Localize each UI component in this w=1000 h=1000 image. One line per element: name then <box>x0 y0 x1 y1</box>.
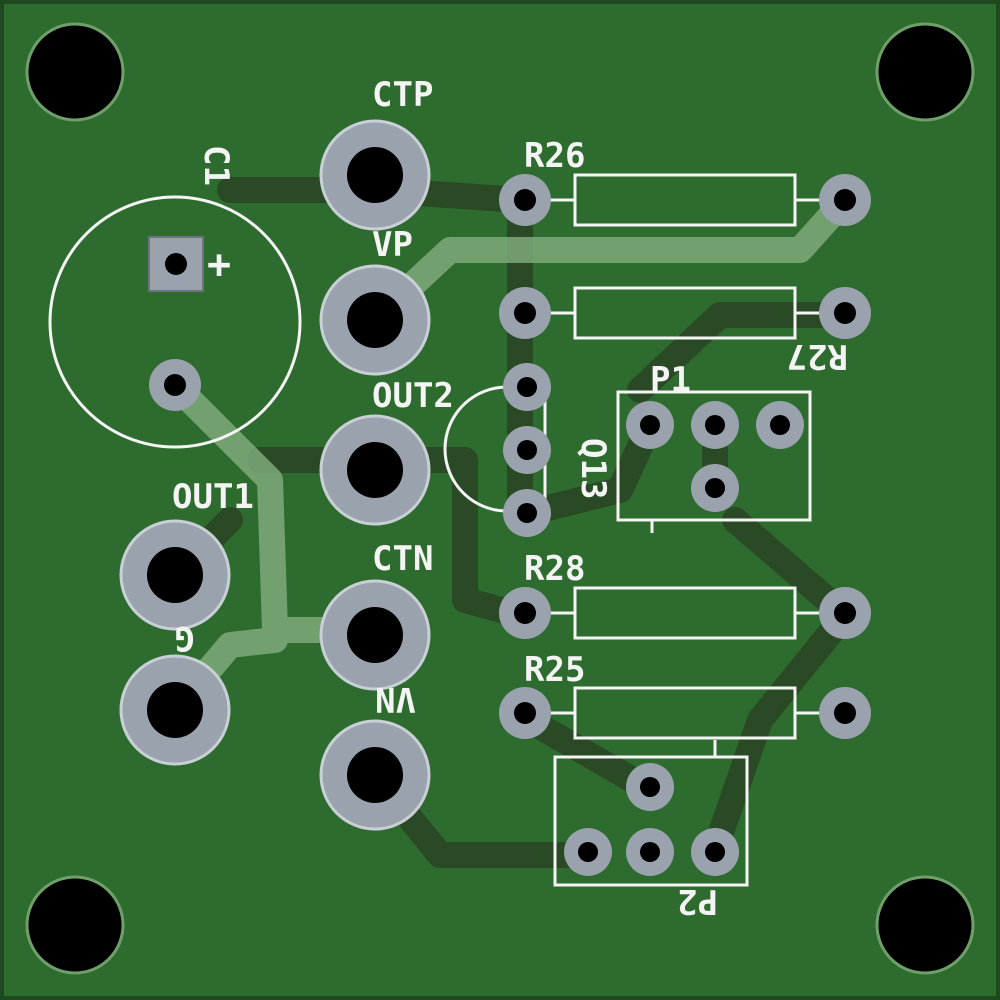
r27-pad-1 <box>499 287 551 339</box>
mounting-hole-bottom-right <box>875 875 975 975</box>
label-c1: C1 <box>196 145 236 186</box>
label-p1: P1 <box>650 360 691 400</box>
p1-pad-1 <box>626 401 674 449</box>
c1-outline <box>48 195 302 449</box>
label-g: G <box>175 618 195 658</box>
pad-out2 <box>319 414 431 526</box>
p1-pad-4 <box>691 464 739 512</box>
mounting-holes <box>25 22 975 975</box>
label-r27: R27 <box>787 336 848 376</box>
p2-pad-3 <box>626 828 674 876</box>
p1-pad-2 <box>691 401 739 449</box>
q13-pad-2 <box>503 426 551 474</box>
label-r25: R25 <box>524 650 585 690</box>
pad-vp <box>319 264 431 376</box>
p1-pad-3 <box>756 401 804 449</box>
r27-pad-2 <box>819 287 871 339</box>
p2-pad-2 <box>564 828 612 876</box>
component-pads <box>148 174 871 876</box>
label-vp: VP <box>372 225 413 265</box>
c1-pad-round <box>149 359 201 411</box>
q13-pad-3 <box>503 489 551 537</box>
mounting-hole-top-left <box>25 22 125 122</box>
pad-g <box>119 654 231 766</box>
pad-out1 <box>119 519 231 631</box>
pad-ctn <box>319 579 431 691</box>
label-q13: Q13 <box>573 438 613 499</box>
label-out2: OUT2 <box>372 376 454 416</box>
silkscreen-labels: C1 + CTP VP OUT2 OUT1 CTN G VN R26 R27 Q… <box>172 75 848 921</box>
c1-pad-square-hole <box>165 253 187 275</box>
label-r28: R28 <box>524 549 585 589</box>
trace-r27-right-p1 <box>627 302 858 403</box>
r28-pad-1 <box>499 587 551 639</box>
label-ctn: CTN <box>372 539 433 579</box>
mounting-hole-top-right <box>875 22 975 122</box>
p2-pad-4 <box>691 828 739 876</box>
pad-vn <box>319 719 431 831</box>
trace-r28-p2 <box>702 602 858 863</box>
pad-ctp <box>319 119 431 231</box>
r28-pad-2 <box>819 587 871 639</box>
r26-pad-1 <box>499 174 551 226</box>
label-out1: OUT1 <box>172 477 254 517</box>
p2-outline <box>553 755 749 887</box>
label-vn: VN <box>375 679 416 719</box>
label-r26: R26 <box>524 136 585 176</box>
connector-pads <box>119 119 431 831</box>
r26-pad-2 <box>819 174 871 226</box>
label-plus: + <box>207 242 231 288</box>
p2-pad-1 <box>626 763 674 811</box>
r25-pad-1 <box>499 687 551 739</box>
mounting-hole-bottom-left <box>25 875 125 975</box>
p1-outline <box>616 390 812 522</box>
q13-pad-1 <box>503 363 551 411</box>
label-p2: P2 <box>677 881 718 921</box>
label-ctp: CTP <box>372 75 433 115</box>
r25-pad-2 <box>819 687 871 739</box>
